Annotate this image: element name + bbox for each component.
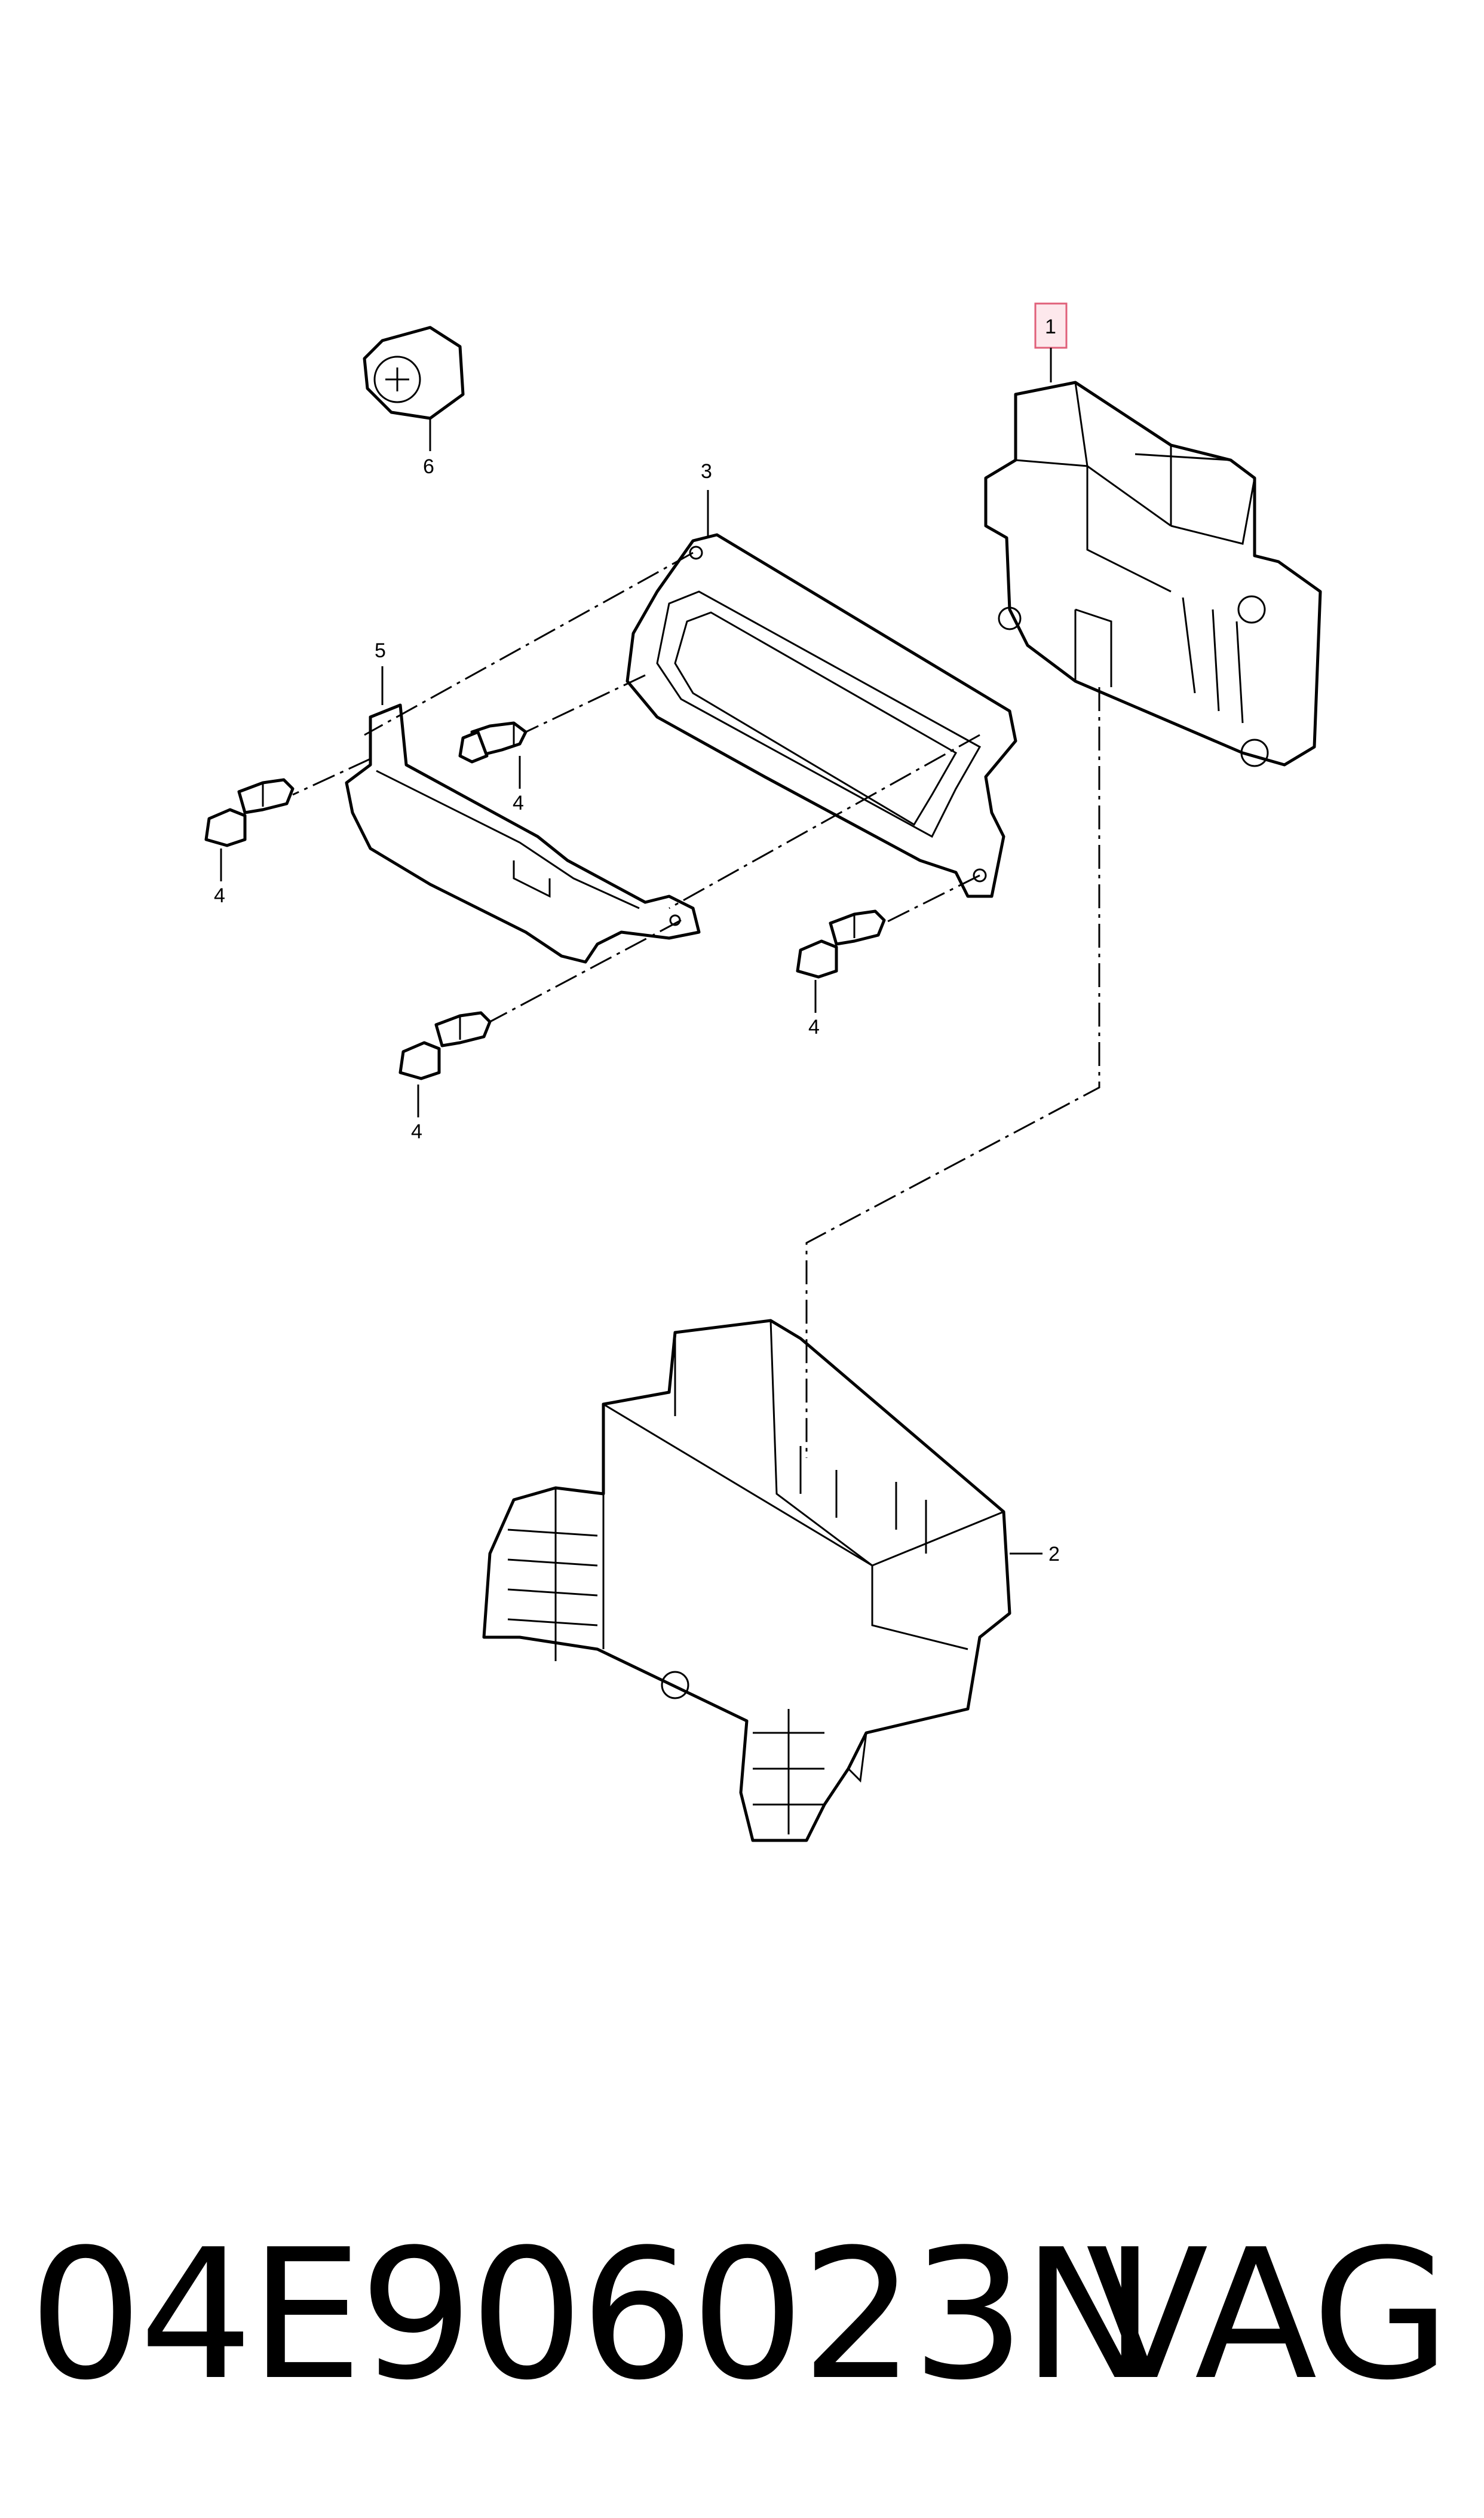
caption-bar: 04E906023N VAG (0, 2217, 1484, 2414)
callout-1: 1 (1045, 315, 1056, 338)
callout-5: 5 (375, 639, 386, 662)
part-4-bolt-lower-left (398, 1011, 492, 1117)
callout-4-lower-right: 4 (808, 1016, 820, 1039)
part-5-support-bracket (345, 666, 701, 964)
part-3-mounting-frame (626, 490, 1017, 898)
callout-4-upper-left: 4 (214, 884, 225, 907)
callout-1-highlight-box (1034, 302, 1068, 349)
callout-3: 3 (701, 460, 712, 483)
part-1-control-unit (984, 381, 1322, 767)
part-number: 04E906023N (29, 2211, 1156, 2419)
exploded-parts-diagram: 6 1 3 5 4 (204, 302, 1322, 1842)
part-2-mounting-tray (482, 1319, 1043, 1842)
callout-6: 6 (423, 455, 434, 478)
callout-4-upper-middle: 4 (513, 792, 524, 814)
part-6-connector-plug (363, 326, 465, 451)
callout-2: 2 (1048, 1543, 1060, 1566)
brand-name: VAG (1086, 2211, 1451, 2419)
part-4-bolt-upper-left (204, 778, 295, 881)
alignment-lines (292, 552, 1100, 1458)
callout-4-lower-left: 4 (411, 1120, 422, 1143)
part-4-bolt-upper-middle (458, 721, 528, 789)
part-4-bolt-lower-right (796, 909, 886, 1013)
